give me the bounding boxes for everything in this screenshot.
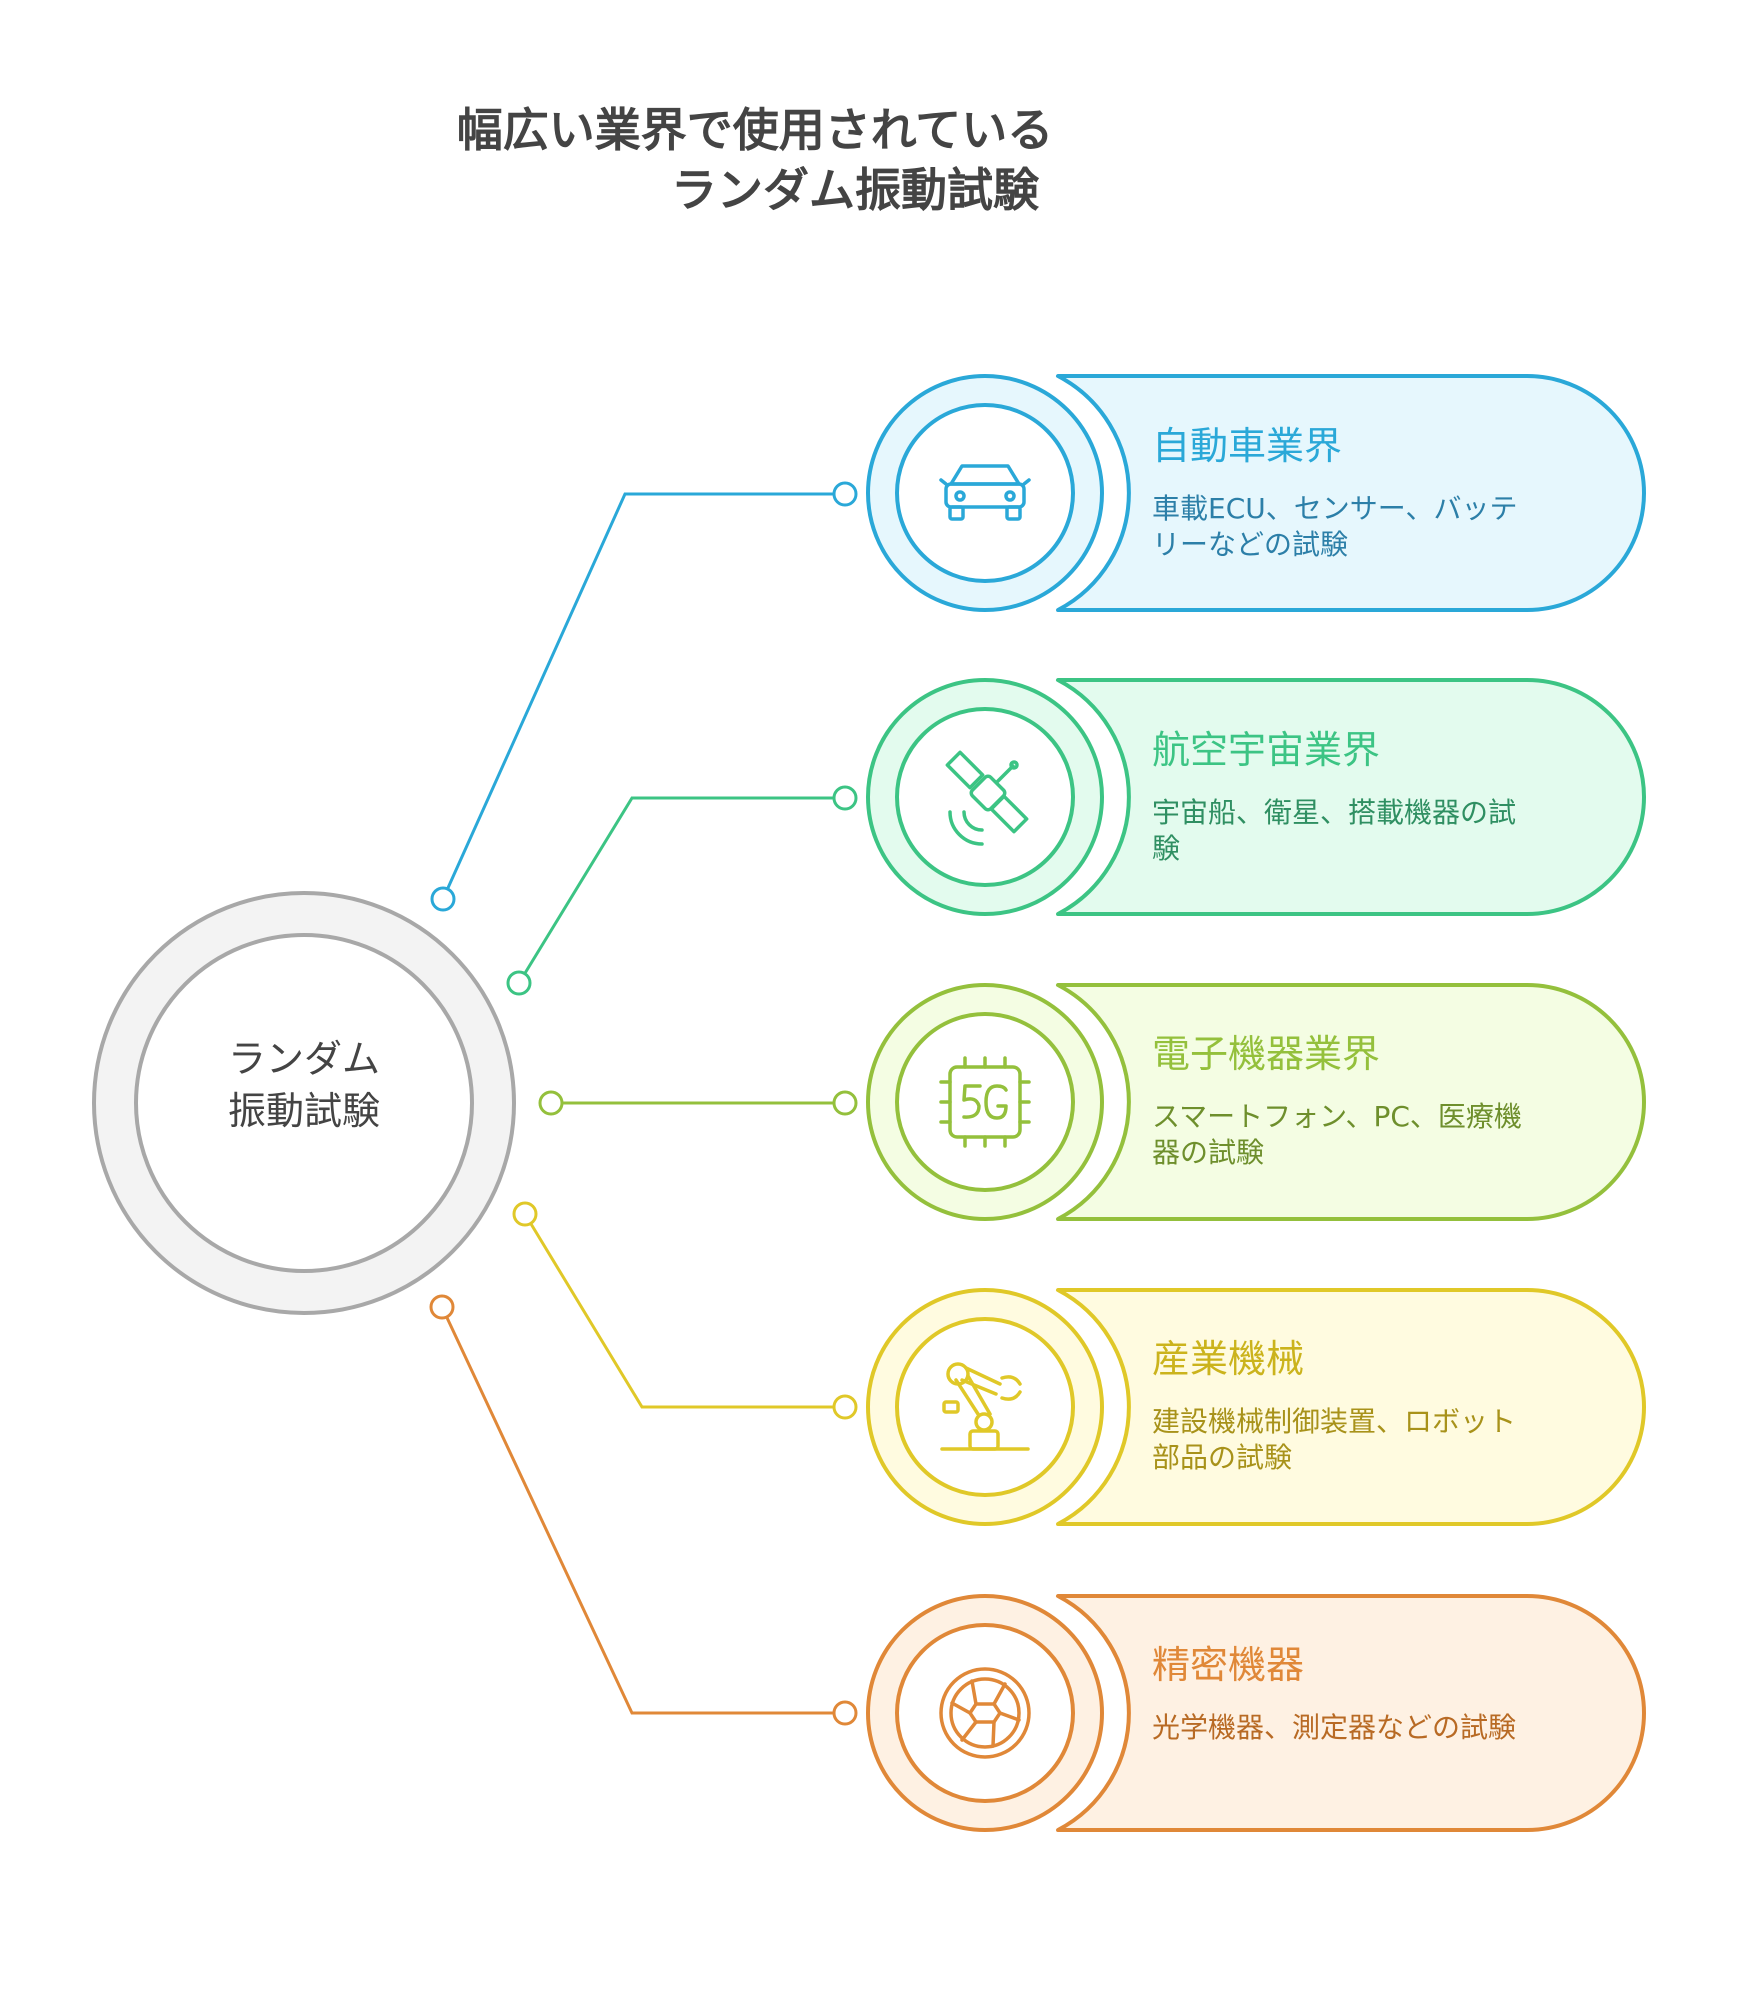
item-industrial-desc-line-2: 部品の試験 xyxy=(1152,1441,1292,1474)
item-precision-desc-line-1: 光学機器、測定器などの試験 xyxy=(1152,1711,1516,1744)
center-label-line-1: ランダム xyxy=(228,1037,380,1081)
item-aerospace-desc-line-2: 験 xyxy=(1152,832,1180,865)
item-automotive-desc-line-1: 車載ECU、センサー、バッテ xyxy=(1152,492,1517,525)
item-electronics-desc-line-2: 器の試験 xyxy=(1152,1136,1264,1169)
item-electronics-pill xyxy=(1056,983,1646,1221)
item-automotive-desc-line-2: リーなどの試験 xyxy=(1152,528,1348,561)
item-electronics-title: 電子機器業界 xyxy=(1152,1032,1380,1076)
camera-aperture-icon xyxy=(939,1667,1031,1759)
title-line-2: ランダム振動試験 xyxy=(671,163,1040,217)
item-precision-pill xyxy=(1056,1594,1646,1832)
title-line-1: 幅広い業界で使用されている xyxy=(457,103,1054,157)
robot-arm-icon xyxy=(940,1362,1030,1451)
connector-aerospace xyxy=(506,785,858,996)
item-automotive-pill xyxy=(1056,374,1646,612)
item-industrial-desc-line-1: 建設機械制御装置、ロボット xyxy=(1152,1405,1516,1438)
item-industrial: 産業機械 建設機械制御装置、ロボット 部品の試験 xyxy=(866,1288,1646,1526)
item-aerospace-desc-line-1: 宇宙船、衛星、搭載機器の試 xyxy=(1152,796,1516,829)
center-node: ランダム 振動試験 xyxy=(92,891,516,1315)
connector-industrial xyxy=(512,1201,858,1420)
item-aerospace-pill xyxy=(1056,678,1646,916)
connectors xyxy=(429,481,858,1726)
connector-precision xyxy=(429,1294,858,1726)
item-automotive-title: 自動車業界 xyxy=(1152,424,1342,468)
item-precision: 精密機器 光学機器、測定器などの試験 xyxy=(866,1594,1646,1832)
item-aerospace: 航空宇宙業界 宇宙船、衛星、搭載機器の試 験 xyxy=(866,678,1646,916)
item-electronics: 電子機器業界 スマートフォン、PC、医療機 器の試験 xyxy=(866,983,1646,1221)
item-industrial-pill xyxy=(1056,1288,1646,1526)
item-aerospace-title: 航空宇宙業界 xyxy=(1152,728,1380,772)
satellite-icon xyxy=(945,750,1029,846)
5g-chip-icon xyxy=(939,1056,1031,1148)
item-precision-title: 精密機器 xyxy=(1152,1643,1304,1687)
connector-electronics xyxy=(538,1090,858,1116)
item-electronics-desc-line-1: スマートフォン、PC、医療機 xyxy=(1152,1100,1522,1133)
connector-automotive xyxy=(430,481,858,912)
item-automotive: 自動車業界 車載ECU、センサー、バッテ リーなどの試験 xyxy=(866,374,1646,612)
item-industrial-title: 産業機械 xyxy=(1152,1337,1304,1381)
car-icon xyxy=(939,464,1031,521)
center-label-line-2: 振動試験 xyxy=(228,1089,380,1133)
